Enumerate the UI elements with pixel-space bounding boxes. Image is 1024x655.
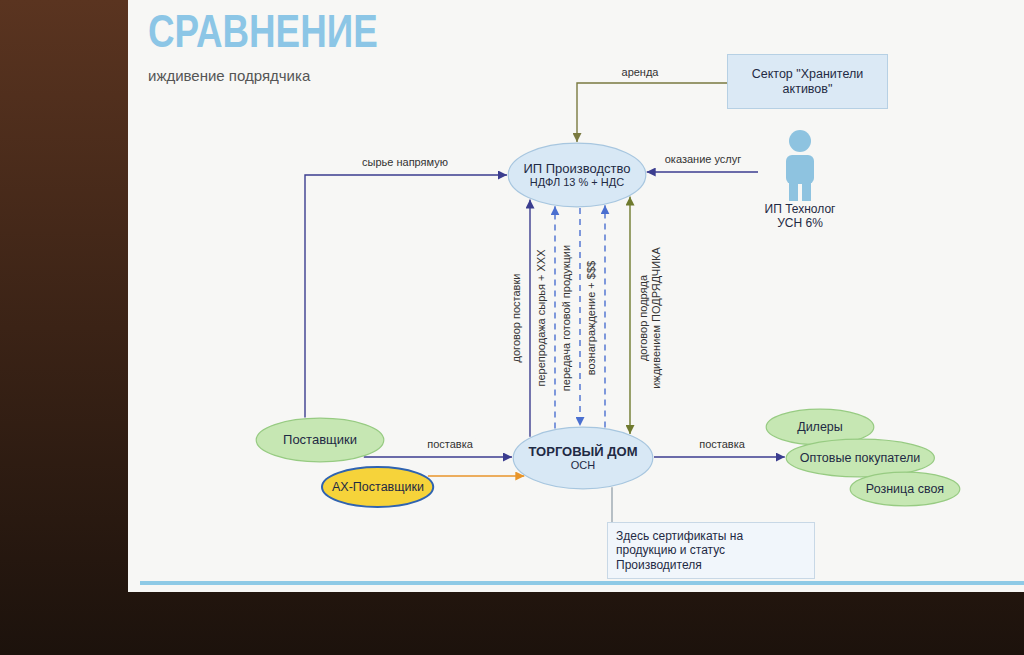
edge-label: вознаграждение + $$$ [585,259,598,377]
person-leg [802,180,811,201]
note-box: Здесь сертификаты на продукцию и статус … [607,522,815,579]
raw-material-arrow [305,175,507,418]
node-text-block: Дилеры [797,420,843,435]
ellipse-shape [322,467,433,507]
goods-transfer-arrow [579,208,580,426]
edge-label: аренда [620,66,661,79]
slide-bottom-bar [140,581,1024,585]
edge-label: поставка [697,438,747,451]
ah-supplier-ellipse: АХ-Поставщики [320,465,435,509]
supply-arrow [654,456,785,457]
node-text: ОСН [529,459,638,472]
edge-label: сырье напрямую [360,156,450,169]
ellipse-shape [850,472,960,506]
subtitle-label: иждивение подрядчика [148,67,310,84]
asset-holder-box: Сектор "Хранители активов" [727,54,888,109]
node-text: Поставщики [283,432,357,448]
node-text: ТОРГОВЫЙ ДОМ [529,444,638,460]
rent-arrow [577,83,727,142]
node-text: ИП Технолог [758,202,842,216]
node-text: НДФЛ 13 % + НДС [523,176,630,189]
edge-label: поставка [425,438,475,451]
ellipse-shape [508,143,646,207]
supply-contract-arrow [529,200,530,437]
node-text-block: ИП ПроизводствоНДФЛ 13 % + НДС [523,161,630,190]
node-text: Оптовые покупатели [800,451,921,466]
node-text: Сектор "Хранители активов" [736,67,879,97]
contract-arrow [629,197,630,434]
node-text: ИП Производство [523,161,630,177]
node-text: Дилеры [797,420,843,435]
edge-label: оказание услуг [663,153,744,166]
edge-label: передача готовой продукции [560,243,573,393]
person-leg [789,180,798,201]
ellipse-shape [513,427,653,489]
node-text-block: Розница своя [866,482,944,497]
node-text: Розница своя [866,482,944,497]
node-text-block: Сектор "Хранители активов" [736,67,879,97]
supplier-ellipse: Поставщики [255,417,385,463]
reward-arrow [604,205,605,427]
node-text: АХ-Поставщики [332,480,424,495]
node-text-block: АХ-Поставщики [332,480,424,495]
ellipse-shape [786,439,934,477]
slide-title: СРАВНЕНИЕ [148,4,378,58]
production-ellipse: ИП ПроизводствоНДФЛ 13 % + НДС [507,142,647,208]
technologist-person: ИП ТехнологУСН 6% [758,128,842,231]
node-text-block: Здесь сертификаты на продукцию и статус … [616,529,806,572]
node-text: УСН 6% [758,216,842,230]
node-text-block: ИП ТехнологУСН 6% [758,202,842,231]
node-text-block: ТОРГОВЫЙ ДОМОСН [529,444,638,473]
customer-ellipse: Розница своя [849,471,961,507]
resale-arrow [554,206,555,428]
node-text-block: Поставщики [283,432,357,448]
service-arrow [647,171,758,172]
edge-label: договор подряда иждивением ПОДРЯДЧИКА [637,241,663,395]
person-head [789,130,811,152]
edge-label: перепродажа сырья + XXX [535,247,548,388]
node-text: Здесь сертификаты на продукцию и статус … [616,529,806,572]
ellipse-shape [256,418,384,462]
ah-supply-arrow [428,475,524,476]
slide-screen [128,0,1024,592]
person-icon [758,128,842,202]
edge-label: договор поставки [510,272,523,365]
node-text-block: Оптовые покупатели [800,451,921,466]
trade-house-ellipse: ТОРГОВЫЙ ДОМОСН [512,426,654,490]
supply-arrow [364,456,512,457]
person-torso [786,155,814,184]
note-leader [611,487,612,522]
